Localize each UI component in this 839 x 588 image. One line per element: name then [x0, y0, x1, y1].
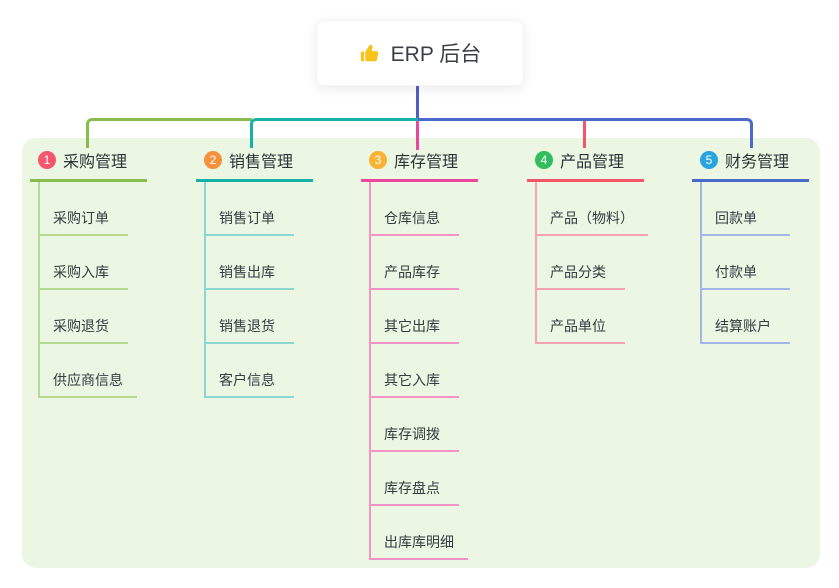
root-node[interactable]: ERP 后台: [316, 20, 524, 86]
branch-number-badge: 1: [38, 151, 56, 169]
root-node-label: ERP 后台: [390, 43, 482, 66]
child-label: 库存调拨: [384, 426, 440, 442]
branch-node[interactable]: 2 销售管理: [196, 146, 313, 182]
child-node[interactable]: 采购退货: [38, 290, 128, 344]
branch-rail-line: [38, 182, 40, 398]
child-label: 仓库信息: [384, 210, 440, 226]
child-label: 销售订单: [219, 210, 275, 226]
connector-branch-1: [86, 118, 252, 148]
child-label: 出库库明细: [384, 534, 454, 550]
child-node[interactable]: 其它出库: [369, 290, 459, 344]
child-label: 回款单: [715, 210, 757, 226]
branch-rail-line: [204, 182, 206, 398]
branch-rail-line: [535, 182, 537, 344]
child-node[interactable]: 出库库明细: [369, 506, 468, 560]
child-node[interactable]: 产品（物料）: [535, 182, 648, 236]
child-node[interactable]: 供应商信息: [38, 344, 137, 398]
child-label: 销售退货: [219, 318, 275, 334]
branch-rail-line: [700, 182, 702, 344]
child-node[interactable]: 采购订单: [38, 182, 128, 236]
branch-rail-line: [369, 182, 371, 560]
child-node[interactable]: 其它入库: [369, 344, 459, 398]
child-node[interactable]: 付款单: [700, 236, 790, 290]
branch-label: 销售管理: [229, 154, 294, 171]
connector-root-drop: [416, 84, 419, 122]
child-node[interactable]: 回款单: [700, 182, 790, 236]
child-label: 客户信息: [219, 372, 275, 388]
child-label: 产品单位: [550, 318, 606, 334]
child-node[interactable]: 产品分类: [535, 236, 625, 290]
branch-node[interactable]: 3 库存管理: [361, 146, 478, 182]
branch-children: 销售订单销售出库销售退货客户信息: [204, 182, 356, 398]
child-node[interactable]: 销售订单: [204, 182, 294, 236]
child-node[interactable]: 采购入库: [38, 236, 128, 290]
connector-branch-5: [418, 118, 753, 148]
branch-column: 1 采购管理 采购订单采购入库采购退货供应商信息: [30, 146, 190, 398]
child-label: 产品库存: [384, 264, 440, 280]
child-label: 产品（物料）: [550, 210, 634, 226]
child-node[interactable]: 产品单位: [535, 290, 625, 344]
child-label: 库存盘点: [384, 480, 440, 496]
branch-node[interactable]: 5 财务管理: [692, 146, 809, 182]
child-node[interactable]: 客户信息: [204, 344, 294, 398]
thumbs-up-icon: [359, 42, 381, 64]
child-node[interactable]: 销售出库: [204, 236, 294, 290]
child-label: 采购入库: [53, 264, 109, 280]
child-label: 其它出库: [384, 318, 440, 334]
branch-column: 4 产品管理 产品（物料） 产品分类产品单位: [527, 146, 687, 344]
child-node[interactable]: 产品库存: [369, 236, 459, 290]
branch-label: 采购管理: [63, 154, 128, 171]
child-node[interactable]: 结算账户: [700, 290, 790, 344]
child-label: 供应商信息: [53, 372, 123, 388]
child-label: 其它入库: [384, 372, 440, 388]
child-node[interactable]: 销售退货: [204, 290, 294, 344]
connector-branch-4: [583, 121, 586, 148]
child-node[interactable]: 库存调拨: [369, 398, 459, 452]
branch-label: 库存管理: [394, 154, 459, 171]
branch-column: 3 库存管理 仓库信息产品库存其它出库其它入库库存调拨库存盘点出库库明细: [361, 146, 521, 560]
child-label: 结算账户: [715, 318, 771, 334]
branch-children: 回款单付款单结算账户: [700, 182, 839, 344]
branch-column: 5 财务管理 回款单付款单结算账户: [692, 146, 839, 344]
branch-children: 仓库信息产品库存其它出库其它入库库存调拨库存盘点出库库明细: [369, 182, 521, 560]
branch-label: 产品管理: [560, 154, 625, 171]
branch-number-badge: 5: [700, 151, 718, 169]
branch-node[interactable]: 4 产品管理: [527, 146, 644, 182]
child-label: 销售出库: [219, 264, 275, 280]
child-label: 产品分类: [550, 264, 606, 280]
branch-number-badge: 2: [204, 151, 222, 169]
branch-column: 2 销售管理 销售订单销售出库销售退货客户信息: [196, 146, 356, 398]
branch-number-badge: 3: [369, 151, 387, 169]
child-label: 采购订单: [53, 210, 109, 226]
branch-children: 采购订单采购入库采购退货供应商信息: [38, 182, 190, 398]
child-node[interactable]: 仓库信息: [369, 182, 459, 236]
connector-branch-3: [416, 121, 419, 150]
branch-children: 产品（物料） 产品分类产品单位: [535, 182, 687, 344]
branch-label: 财务管理: [725, 154, 790, 171]
branch-number-badge: 4: [535, 151, 553, 169]
branches-panel-background: [22, 138, 820, 568]
child-label: 采购退货: [53, 318, 109, 334]
connector-branch-2: [250, 118, 418, 148]
child-node[interactable]: 库存盘点: [369, 452, 459, 506]
child-label: 付款单: [715, 264, 757, 280]
branch-node[interactable]: 1 采购管理: [30, 146, 147, 182]
